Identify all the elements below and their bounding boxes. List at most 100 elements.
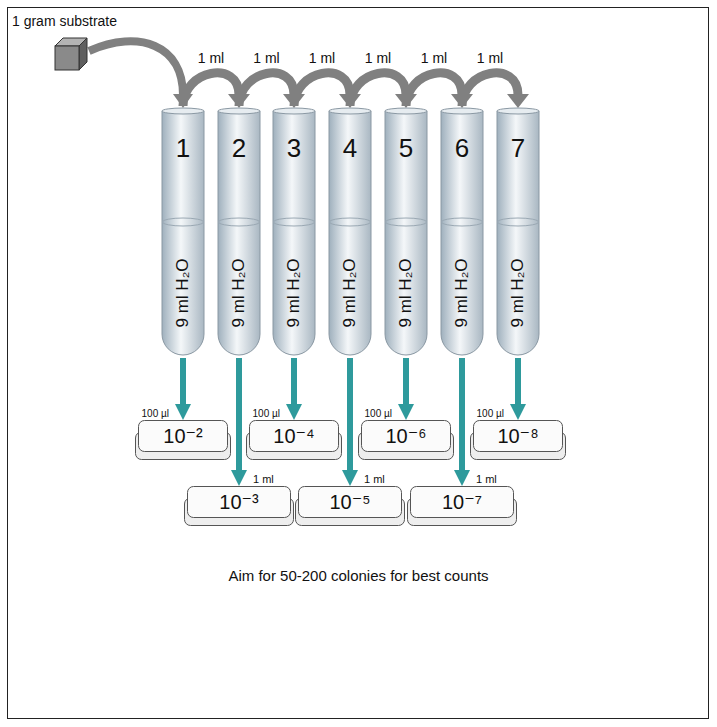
plating-volume: 1 ml bbox=[251, 473, 276, 485]
plating-volume: 100 µl bbox=[363, 408, 394, 419]
connector bbox=[462, 73, 529, 108]
connector bbox=[510, 358, 526, 420]
transfer-arrow bbox=[183, 73, 239, 106]
dish-lid bbox=[250, 421, 339, 452]
plating-arrow bbox=[459, 358, 465, 471]
dilution-label: 10⁻² bbox=[163, 425, 202, 447]
tube-node: 29 ml H₂O bbox=[217, 108, 261, 356]
cube-front bbox=[55, 46, 79, 70]
plate-node: 10⁻⁶ bbox=[358, 420, 454, 460]
water-line bbox=[219, 218, 260, 226]
dish-lid bbox=[139, 421, 228, 452]
transfer-arrow bbox=[89, 41, 183, 95]
plate-node: 10⁻² bbox=[135, 420, 231, 460]
transfer-arrow bbox=[350, 73, 406, 106]
dilution-label: 10⁻³ bbox=[219, 491, 258, 513]
tube-volume: 9 ml H₂O bbox=[174, 259, 193, 328]
dish-lid bbox=[411, 487, 514, 518]
tube-node: 1 9 ml H₂O bbox=[161, 108, 205, 356]
water-line bbox=[274, 218, 315, 226]
arrow-head bbox=[454, 470, 470, 486]
water-line bbox=[498, 218, 539, 226]
arrow-head bbox=[175, 404, 191, 420]
plating-volume: 1 ml bbox=[362, 473, 387, 485]
plating-arrow bbox=[403, 358, 409, 405]
transfer-arrow bbox=[239, 73, 294, 106]
substrate-cube bbox=[55, 38, 87, 70]
water-line bbox=[163, 218, 204, 226]
plate-node: 10⁻⁵ bbox=[295, 486, 405, 526]
transfer-volume: 1 ml bbox=[251, 51, 281, 66]
connector bbox=[454, 358, 470, 486]
arrow-head bbox=[342, 470, 358, 486]
tube-body bbox=[385, 111, 427, 355]
transfer-arrow bbox=[406, 73, 462, 106]
dilution-label: 10⁻⁶ bbox=[385, 425, 426, 447]
tube-number: 5 bbox=[384, 134, 428, 163]
water-line bbox=[442, 218, 483, 226]
cube-side bbox=[79, 38, 87, 70]
plate-node: 10⁻³ bbox=[184, 486, 294, 526]
tube-node: 7 9 ml H₂O bbox=[496, 108, 540, 356]
plating-volume: 100 µl bbox=[140, 408, 171, 419]
tube-rim bbox=[385, 108, 427, 114]
tube-rim bbox=[273, 108, 315, 114]
arrow-head bbox=[286, 404, 302, 420]
transfer-volume: 1 ml bbox=[196, 51, 226, 66]
plating-volume: 100 µl bbox=[251, 408, 282, 419]
plating-volume: 100 µl bbox=[475, 408, 506, 419]
tube-volume: 9 ml H₂O bbox=[341, 259, 360, 328]
plating-arrow bbox=[347, 358, 353, 471]
tube-body bbox=[162, 111, 204, 355]
plating-arrow bbox=[236, 358, 242, 471]
water-line bbox=[386, 218, 427, 226]
dish-lid bbox=[188, 487, 291, 518]
tube-body bbox=[329, 111, 371, 355]
arrow-head bbox=[507, 94, 529, 108]
plate-node: 10⁻⁷ bbox=[407, 486, 517, 526]
tube-volume: 9 ml H₂O bbox=[230, 259, 249, 328]
dilution-label: 10⁻⁷ bbox=[442, 491, 482, 513]
plate-node: 10⁻⁴ bbox=[246, 420, 342, 460]
dish-lid bbox=[474, 421, 563, 452]
plate-node: 10⁻⁸ bbox=[470, 420, 566, 460]
connector bbox=[398, 358, 414, 420]
tube-volume: 9 ml H₂O bbox=[453, 259, 472, 328]
transfer-arrow bbox=[462, 73, 518, 106]
tube-number: 4 bbox=[328, 134, 372, 163]
transfer-volume: 1 ml bbox=[307, 51, 337, 66]
connector bbox=[175, 358, 191, 420]
tube-node: 4 9 ml H₂O bbox=[328, 108, 372, 356]
arrow-head bbox=[398, 404, 414, 420]
tube-volume: 9 ml H₂O bbox=[509, 259, 528, 328]
dish-lid bbox=[362, 421, 451, 452]
plating-arrow bbox=[291, 358, 297, 405]
tube-number: 7 bbox=[496, 134, 540, 163]
tube-node: 6 9 ml H₂O bbox=[440, 108, 484, 356]
connector bbox=[231, 358, 247, 486]
figure-caption: Aim for 50-200 colonies for best counts bbox=[0, 567, 717, 584]
transfer-arrow bbox=[294, 73, 350, 106]
connector bbox=[286, 358, 302, 420]
tube-rim bbox=[218, 108, 260, 114]
connector bbox=[342, 358, 358, 486]
connector bbox=[89, 41, 193, 108]
tube-volume: 9 ml H₂O bbox=[285, 259, 304, 328]
substrate-node: 1 gram substrate bbox=[55, 38, 87, 70]
tube-body bbox=[441, 111, 483, 355]
tube-volume: 9 ml H₂O bbox=[397, 259, 416, 328]
transfer-volume: 1 ml bbox=[363, 51, 393, 66]
dish-lid bbox=[299, 487, 402, 518]
tube-body bbox=[497, 111, 539, 355]
arrow-head bbox=[510, 404, 526, 420]
tube-body bbox=[273, 111, 315, 355]
transfer-volume: 1 ml bbox=[475, 51, 505, 66]
tube-number: 1 bbox=[161, 134, 205, 163]
tube-number: 3 bbox=[272, 134, 316, 163]
dilution-label: 10⁻⁸ bbox=[497, 425, 538, 447]
tube-number: 6 bbox=[440, 134, 484, 163]
tube-rim bbox=[162, 108, 204, 114]
dilution-label: 10⁻⁵ bbox=[329, 491, 370, 513]
plating-arrow bbox=[515, 358, 521, 405]
tube-body bbox=[218, 111, 260, 355]
